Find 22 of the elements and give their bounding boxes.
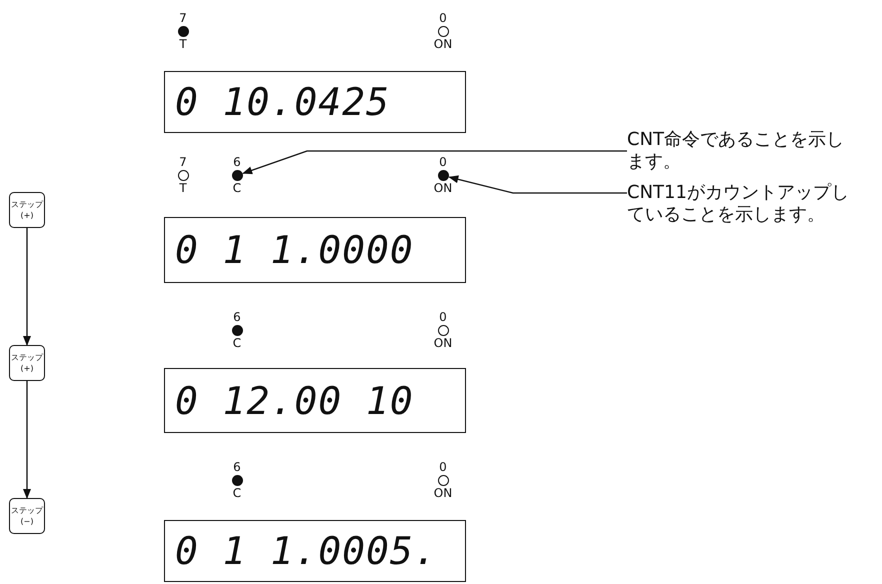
leader-line: [242, 150, 627, 174]
arrow: [23, 381, 31, 499]
indicator-lamp: 6 C: [224, 461, 250, 500]
seven-segment-display: 0 1 1.0005.: [164, 520, 466, 582]
leader-line: [448, 175, 627, 194]
seven-segment-display: 0 1 1.0000: [164, 217, 466, 283]
seven-segment-display: 0 10.0425: [164, 71, 466, 133]
indicator-lamp: 0 ON: [430, 156, 456, 195]
indicator-lamp: 7 T: [170, 156, 196, 195]
annotation-text: CNT11がカウントアップしていることを示します。: [627, 182, 851, 226]
indicator-lamp: 6 C: [224, 311, 250, 350]
step-key: ステップ (+): [9, 192, 45, 228]
indicator-lamp: 7 T: [170, 12, 196, 51]
step-key: ステップ (+): [9, 345, 45, 381]
arrow: [23, 228, 31, 346]
annotation-text: CNT命令であることを示します。: [627, 129, 851, 173]
indicator-lamp: 0 ON: [430, 461, 456, 500]
seven-segment-display: 0 12.00 10: [164, 368, 466, 433]
indicator-lamp: 0 ON: [430, 12, 456, 51]
indicator-lamp: 0 ON: [430, 311, 456, 350]
step-key: ステップ (−): [9, 498, 45, 534]
indicator-lamp: 6 C: [224, 156, 250, 195]
